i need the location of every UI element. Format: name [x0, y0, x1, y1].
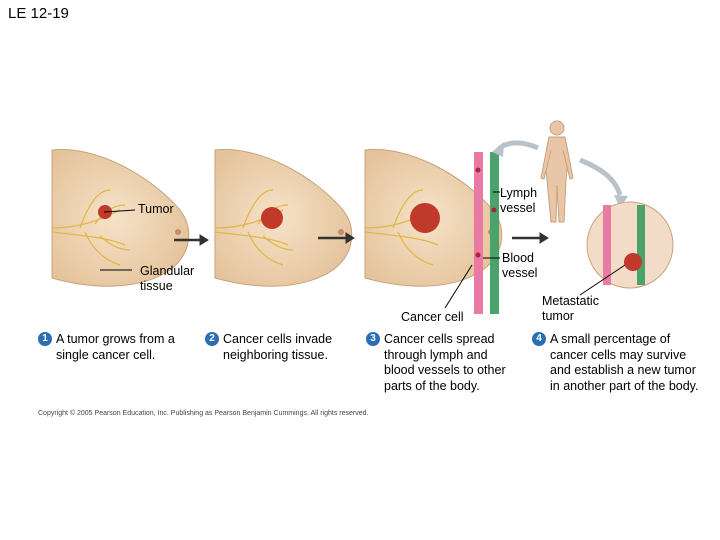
figure-title: LE 12-19 [8, 5, 69, 22]
human-body-figure [540, 120, 574, 223]
leader-lines [100, 191, 626, 309]
stage-arrows [174, 232, 549, 246]
metastatic-tumor-mark [624, 253, 642, 271]
step-text: Cancer cells invade neighboring tissue. [223, 332, 333, 362]
label-lymph-vessel: Lymph vessel [500, 186, 538, 215]
tumor-spreading [410, 203, 440, 233]
nipple [175, 229, 181, 235]
label-blood-vessel: Blood vessel [502, 251, 538, 280]
copyright-notice: Copyright © 2005 Pearson Education, Inc.… [38, 410, 369, 417]
step-2: 2 Cancer cells invade neighboring tissue. [205, 332, 365, 363]
step-text: Cancer cells spread through lymph and bl… [384, 332, 506, 393]
label-cancer-cell: Cancer cell [401, 310, 464, 324]
label-tumor: Tumor [138, 202, 174, 216]
step-number-badge: 3 [366, 332, 380, 346]
step-3: 3 Cancer cells spread through lymph and b… [366, 332, 521, 394]
blood-vessel [474, 152, 483, 314]
tumor-invading [261, 207, 283, 229]
breast-stage-2 [214, 148, 353, 287]
metastatic-inset [586, 201, 674, 289]
step-text: A tumor grows from a single cancer cell. [56, 332, 175, 362]
step-4: 4 A small percentage of cancer cells may … [532, 332, 702, 394]
step-number-badge: 1 [38, 332, 52, 346]
step-number-badge: 4 [532, 332, 546, 346]
step-number-badge: 2 [205, 332, 219, 346]
step-text: A small percentage of cancer cells may s… [550, 332, 699, 393]
nipple [338, 229, 344, 235]
label-glandular-tissue: Glandular tissue [140, 264, 195, 293]
step-1: 1 A tumor grows from a single cancer cell… [38, 332, 203, 363]
label-metastatic-tumor: Metastatic tumor [542, 294, 599, 323]
lymph-vessel [490, 152, 499, 314]
vessels [474, 152, 499, 314]
